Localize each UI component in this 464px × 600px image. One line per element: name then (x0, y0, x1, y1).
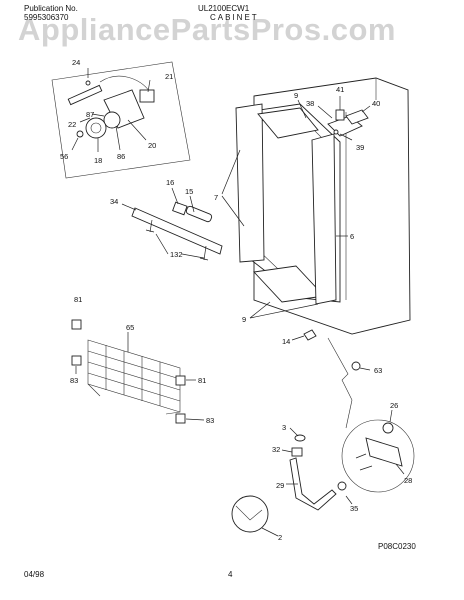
label-35: 35 (350, 504, 358, 513)
label-39: 39 (356, 143, 364, 152)
basket-clip-83-right (175, 413, 186, 424)
hinge-screw (333, 129, 339, 135)
label-63: 63 (374, 366, 382, 375)
drain-pan-detail (235, 505, 263, 521)
basket-clip-81-right (175, 375, 186, 386)
lamp-socket (172, 201, 188, 216)
basket-clip-81-left (71, 319, 82, 330)
label-81-top: 81 (74, 295, 82, 304)
watermark: AppliancePartsPros.com (18, 12, 396, 47)
label-83-right: 83 (206, 416, 214, 425)
label-18: 18 (94, 156, 102, 165)
footer-page-number: 4 (228, 570, 233, 579)
label-40: 40 (372, 99, 380, 108)
label-24: 24 (72, 58, 80, 67)
screw-26 (382, 422, 394, 434)
label-86: 86 (117, 152, 125, 161)
drain-bracket-inset (341, 399, 415, 493)
label-81-right: 81 (198, 376, 206, 385)
label-29: 29 (276, 481, 284, 490)
label-26: 26 (390, 401, 398, 410)
label-22: 22 (68, 120, 76, 129)
label-7: 7 (214, 193, 218, 202)
door-gasket (235, 103, 337, 305)
publication-number: 5995306370 (24, 13, 69, 22)
light-shield-assembly (121, 187, 223, 261)
gasket-left (235, 103, 265, 263)
part-14 (303, 329, 317, 341)
bracket-28 (365, 437, 403, 467)
hinge-assembly (317, 96, 371, 141)
label-83-left: 83 (70, 376, 78, 385)
inset-circle (341, 419, 415, 493)
hinge-pin (335, 109, 345, 121)
label-14: 14 (282, 337, 290, 346)
label-38: 38 (306, 99, 314, 108)
model-number: UL2100ECW1 (198, 4, 250, 13)
label-87: 87 (86, 110, 94, 119)
drain-assembly (231, 329, 371, 537)
label-20: 20 (148, 141, 156, 150)
drain-pan (231, 495, 269, 533)
label-9-bottom: 9 (242, 315, 246, 324)
label-16: 16 (166, 178, 174, 187)
gasket-right (311, 133, 337, 305)
section-title: CABINET (210, 13, 259, 22)
light-bulb (185, 205, 213, 223)
wire-harness (99, 75, 151, 93)
gasket-top (257, 107, 319, 139)
label-6: 6 (350, 232, 354, 241)
thermostat-inset (51, 61, 191, 179)
label-15: 15 (185, 187, 193, 196)
knob-center (90, 122, 102, 134)
light-socket (139, 89, 155, 103)
screw-56 (76, 130, 84, 138)
knob (85, 117, 107, 139)
screw-24 (85, 80, 91, 86)
label-41: 41 (336, 85, 344, 94)
wire-basket (87, 332, 181, 415)
drawing-code: P08C0230 (378, 542, 416, 551)
clip-35 (337, 481, 347, 491)
basket-clip-83-left (71, 355, 82, 366)
drain-hose (289, 457, 337, 511)
label-132: 132 (170, 250, 183, 259)
label-34: 34 (110, 197, 118, 206)
thermostat (103, 111, 121, 129)
inset-border (51, 61, 191, 179)
label-65: 65 (126, 323, 134, 332)
drain-cap (294, 434, 306, 442)
hinge-bracket (345, 109, 369, 125)
label-28: 28 (404, 476, 412, 485)
label-2: 2 (278, 533, 282, 542)
label-21: 21 (165, 72, 173, 81)
label-32: 32 (272, 445, 280, 454)
footer-date: 04/98 (24, 570, 45, 579)
drain-line (327, 337, 353, 401)
shelf-bracket (131, 207, 223, 255)
label-3: 3 (282, 423, 286, 432)
screw-63 (351, 361, 361, 371)
drain-tube-connector (291, 447, 303, 457)
label-9-top: 9 (294, 91, 298, 100)
light-bulb-holder (67, 84, 103, 106)
publication-label: Publication No. (24, 4, 78, 13)
label-56: 56 (60, 152, 68, 161)
